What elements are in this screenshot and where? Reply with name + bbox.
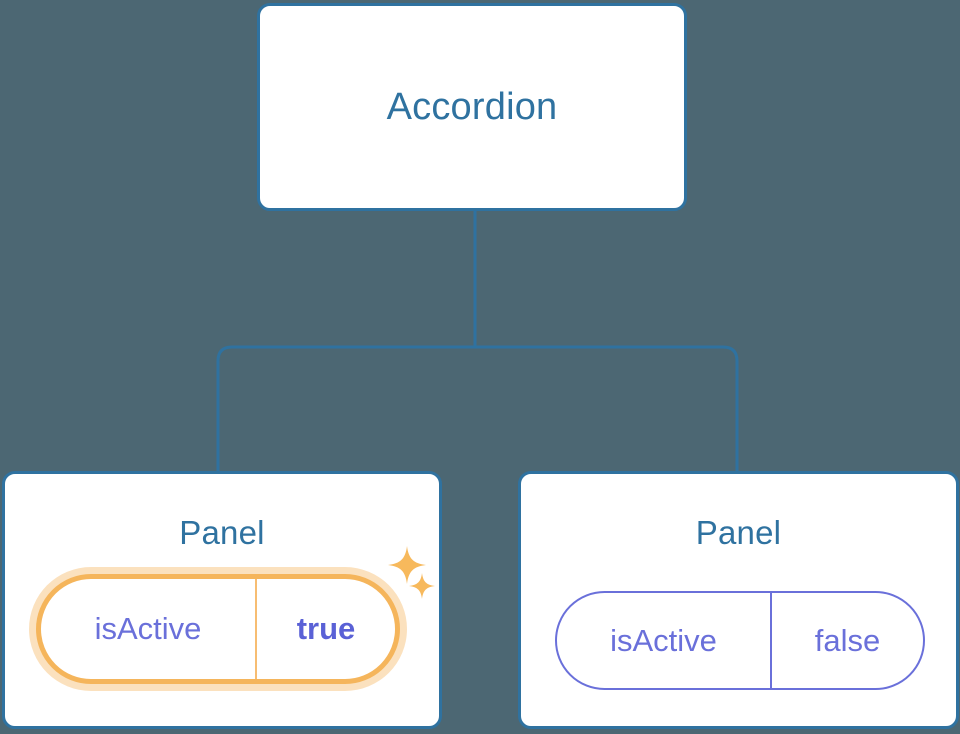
node-accordion[interactable]: Accordion	[257, 3, 687, 211]
prop-pill-isactive-true[interactable]: isActive true	[36, 574, 400, 684]
prop-pill-right-wrapper: isActive false	[555, 591, 925, 690]
prop-pill-isactive-false[interactable]: isActive false	[555, 591, 925, 690]
node-accordion-title: Accordion	[386, 86, 558, 128]
node-panel-left-title: Panel	[179, 514, 265, 551]
prop-key-label: isActive	[610, 622, 717, 658]
prop-value-label: true	[255, 579, 395, 679]
edge-root-to-panel-left	[216, 345, 475, 472]
node-panel-right-title: Panel	[695, 514, 782, 551]
prop-key-label: isActive	[94, 611, 202, 646]
edge-root-to-panel-right	[475, 345, 739, 472]
prop-pill-left-wrapper: isActive true	[36, 574, 400, 684]
prop-value-label: false	[770, 593, 923, 688]
